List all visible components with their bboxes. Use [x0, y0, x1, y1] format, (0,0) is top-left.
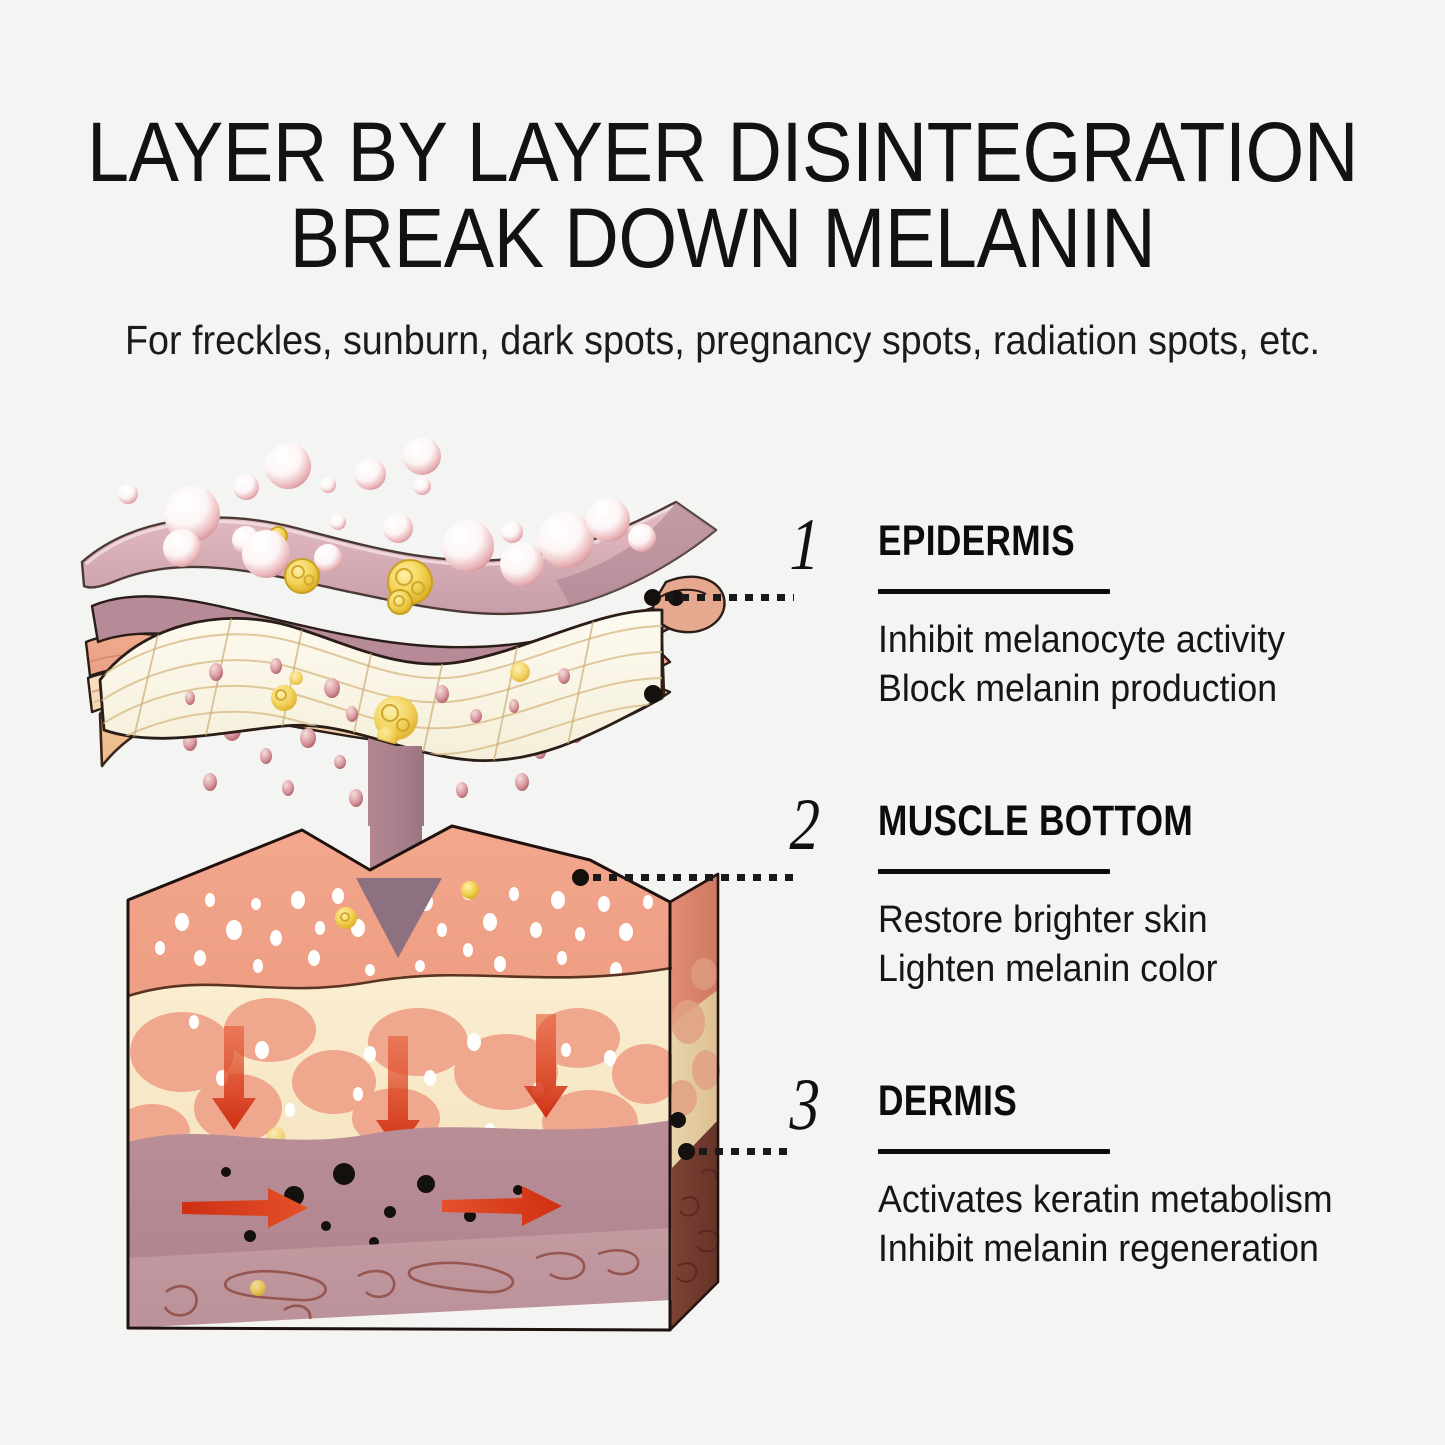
legend-line-dermis-2: Inhibit melanin regeneration [878, 1228, 1319, 1271]
leader-line-dermis [678, 1143, 794, 1160]
legend-number-2: 2 [788, 784, 821, 866]
muscle-bottom-layer-graphic [98, 608, 666, 768]
leader-dashes-epidermis [665, 594, 794, 601]
leader-dashes-dermis [699, 1148, 794, 1155]
dermis-surface-dots [155, 881, 653, 1004]
skin-cross-section-illustration [70, 430, 730, 1370]
legend-line-muscle-bottom-1: Restore brighter skin [878, 899, 1208, 941]
legend-line-epidermis-2: Block melanin production [878, 668, 1278, 711]
leader-line-muscle-bottom [572, 869, 794, 886]
leader-dashes-muscle-bottom [593, 874, 794, 881]
dermis-block-graphic [126, 824, 720, 1332]
legend-number-3: 3 [788, 1064, 821, 1146]
dermis-basal-layer [182, 1163, 562, 1259]
page-title: LAYER BY LAYER DISINTEGRATION BREAK DOWN… [86, 105, 1359, 285]
legend-entry-epidermis: 1 EPIDERMIS Inhibit melanocyte activity … [789, 504, 1410, 752]
legend-line-epidermis-1: Inhibit melanocyte activity [878, 619, 1286, 661]
legend-rule-epidermis [878, 589, 1110, 594]
page-subtitle: For freckles, sunburn, dark spots, pregn… [124, 317, 1321, 363]
legend-line-dermis-1: Activates keratin metabolism [878, 1179, 1333, 1221]
muscle-anchor-dot [644, 685, 662, 703]
legend-heading-dermis: DERMIS [878, 1077, 1018, 1125]
legend-number-1: 1 [788, 504, 821, 586]
leader-dot-epidermis [644, 589, 661, 606]
dermis-vessels [163, 1249, 640, 1320]
epidermis-bubbles [118, 437, 656, 586]
legend-entry-dermis: 3 DERMIS Activates keratin metabolism In… [789, 1064, 1410, 1312]
dermis-anchor-dot [670, 1112, 686, 1128]
legend-column: 1 EPIDERMIS Inhibit melanocyte activity … [789, 504, 1410, 1360]
legend-heading-muscle-bottom: MUSCLE BOTTOM [878, 797, 1194, 845]
leader-dot-muscle-bottom [572, 869, 589, 886]
legend-line-muscle-bottom-2: Lighten melanin color [878, 948, 1218, 991]
leader-dot-dermis [678, 1143, 695, 1160]
leader-line-epidermis [644, 589, 794, 606]
dermis-down-arrows [212, 1014, 568, 1152]
legend-rule-dermis [878, 1149, 1110, 1154]
muscle-fiber-grid [100, 609, 662, 761]
legend-heading-epidermis: EPIDERMIS [878, 517, 1075, 565]
legend-rule-muscle-bottom [878, 869, 1110, 874]
epidermis-melanin-clusters [268, 526, 433, 615]
muscle-melanin-specks [271, 662, 530, 747]
dermis-lateral-arrows [182, 1186, 562, 1228]
legend-entry-muscle-bottom: 2 MUSCLE BOTTOM Restore brighter skin Li… [789, 784, 1410, 1032]
